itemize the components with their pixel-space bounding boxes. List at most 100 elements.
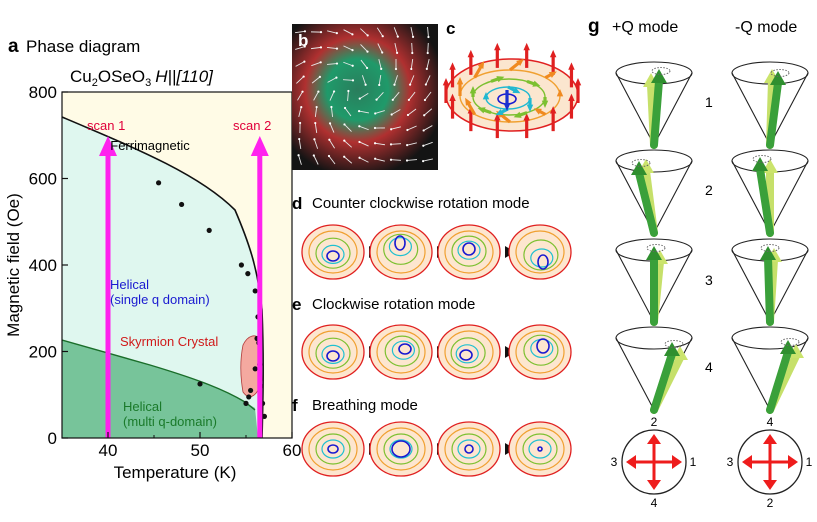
skyrmion-spin-arrows [442, 42, 582, 139]
spin-vector-tip [391, 98, 394, 101]
spin-arrowhead [477, 61, 485, 70]
spin-arrow-dark [766, 348, 792, 414]
trajectory-loop [752, 155, 772, 163]
spin-vector-tip [299, 121, 302, 125]
row-label-1: 1 [705, 94, 713, 110]
row-label-4: 4 [705, 359, 713, 375]
spin-vector-tip [330, 105, 333, 109]
precession-cone [731, 238, 809, 326]
spin-arrowhead [556, 89, 564, 97]
scan-lines [99, 136, 269, 438]
spin-vector [374, 142, 386, 146]
spin-arrowhead-dark [760, 246, 776, 260]
spin-vector-tip [301, 90, 304, 93]
precession-cone [615, 61, 693, 149]
spin-vector-tip [343, 106, 347, 110]
phase-point [179, 201, 185, 208]
spin-vector-tip [319, 31, 323, 34]
spin-vector-tip [332, 90, 336, 93]
contour-cyan [530, 248, 554, 268]
minus-q-mode-label: -Q mode [735, 19, 797, 36]
panel-b-letter: b [298, 31, 308, 50]
contour-blue [536, 338, 550, 354]
spin-vector-tip [351, 49, 354, 52]
mode-frame [437, 324, 501, 380]
mode-frame [301, 224, 365, 280]
cone-rim [731, 326, 809, 350]
compass-arrowhead [647, 480, 661, 490]
spin-vector-tip [335, 62, 339, 65]
spin-vector-tip [427, 35, 430, 39]
panel-f-letter: f [292, 396, 298, 415]
spin-vector [326, 46, 338, 50]
rotation-modes-panel: d Counter clockwise rotation mode e Cloc… [292, 194, 572, 477]
y-tick-label: 200 [29, 343, 57, 362]
spin-arrow-dark [764, 254, 774, 326]
spin-vector [427, 42, 429, 54]
contour-blue [391, 440, 411, 458]
spin-vector-tip [303, 60, 306, 63]
spin-vector-tip [314, 121, 317, 125]
spin-vector-tip [411, 35, 415, 38]
spin-vector [297, 91, 303, 101]
contour-orange [308, 330, 358, 374]
spin-vector-tip [422, 144, 425, 147]
contour-red [437, 324, 501, 380]
contour-green [522, 433, 558, 465]
panel-a-title: Phase diagram [26, 37, 140, 56]
spin-vector-tip [381, 51, 384, 54]
spin-vector [330, 106, 334, 118]
spin-vector-tip [319, 61, 322, 64]
spin-arrowhead [549, 49, 557, 58]
multi-boundary-line [62, 339, 256, 411]
spin-vector [426, 59, 430, 69]
spin-vector [343, 45, 353, 51]
contour-cyan [528, 439, 552, 459]
compass-circle [737, 429, 803, 495]
compass-plus-right: 1 [690, 455, 697, 469]
spin-arrowhead [523, 113, 530, 121]
spin-vector-tip [351, 79, 355, 82]
spin-vector-tip [347, 89, 350, 93]
spin-vector [423, 108, 433, 116]
contour-red [437, 224, 501, 280]
spin-vector-tip [374, 112, 377, 115]
spin-vector-tip [315, 105, 318, 109]
compass-minus-q: 4 2 3 1 [727, 415, 813, 510]
spin-vector [295, 46, 305, 50]
spin-vector-tip [389, 158, 393, 161]
scan1-label: scan 1 [87, 118, 125, 133]
spin-vector [424, 91, 432, 101]
spin-texture-panel: b [292, 24, 438, 170]
spin-vector-tip [297, 154, 300, 157]
spin-vector [391, 109, 401, 115]
spin-vector [344, 124, 352, 132]
spin-vector [314, 106, 318, 118]
row-label-3: 3 [705, 272, 713, 288]
contour-blue [537, 446, 543, 452]
spin-vector-tip [328, 138, 331, 141]
spin-arrowhead [456, 77, 464, 85]
contour-green [315, 237, 351, 269]
compass-arrowhead [672, 455, 682, 469]
spin-arrowhead [513, 111, 522, 118]
spin-vector-tip [390, 128, 393, 131]
spin-arrow [473, 64, 484, 79]
spin-vector [407, 125, 417, 131]
spin-texture-image [292, 24, 438, 170]
skyrmion-schematic-panel: c [442, 19, 582, 139]
scan-arrowhead [250, 136, 269, 156]
contour-green [523, 334, 559, 366]
spin-vector [311, 76, 321, 84]
spin-vector-tip [364, 83, 367, 86]
contour-blue [327, 444, 339, 454]
compass-minus-left: 3 [727, 455, 734, 469]
contour-blue [398, 343, 412, 355]
compass-arrowhead [647, 434, 661, 444]
x-tick-label: 50 [191, 441, 210, 460]
contour-cyan [389, 439, 413, 459]
spin-vector [296, 76, 304, 84]
spin-vector-tip [426, 51, 429, 55]
scan2-label: scan 2 [233, 118, 271, 133]
spin-arrow-dark [650, 350, 676, 414]
